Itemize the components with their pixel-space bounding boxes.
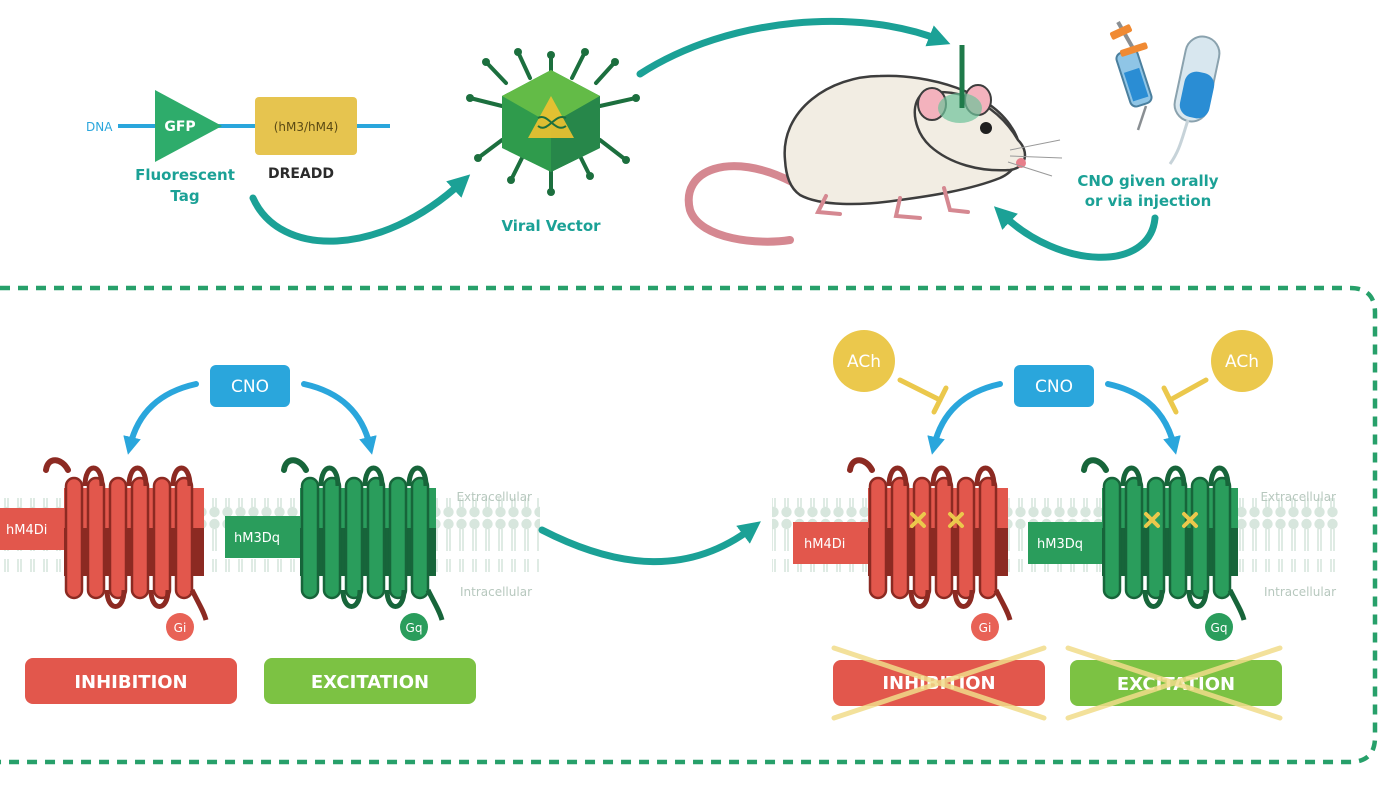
cno-label: CNO <box>231 377 269 397</box>
gq-label: Gq <box>406 621 423 635</box>
ach-block-right <box>1161 385 1179 415</box>
construct-to-vector-arrow <box>249 174 471 245</box>
gq-protein <box>400 613 428 641</box>
cno-delivery-line2: or via injection <box>1085 192 1212 210</box>
ach-label-left: ACh <box>847 352 881 372</box>
extracellular-label: Extracellular <box>456 490 532 504</box>
intracellular-label: Intracellular <box>460 585 532 599</box>
gene-label: (hM3/hM4) <box>274 120 339 134</box>
binding-blocked-marks-hm3dq <box>1144 512 1198 528</box>
cno-arrow-to-hm4di <box>123 381 199 455</box>
dreadd-label: DREADD <box>268 166 334 182</box>
excitation-cross-mark <box>1065 645 1283 721</box>
hm4di-label-right: hM4Di <box>804 537 845 552</box>
intracellular-label-right: Intracellular <box>1264 585 1336 599</box>
ach-circle-right <box>1211 330 1273 392</box>
extracellular-label-right: Extracellular <box>1260 490 1336 504</box>
dashed-frame <box>0 285 1378 765</box>
rat-illustration <box>684 45 1063 246</box>
ach-circle-left <box>833 330 895 392</box>
gq-protein-right <box>1205 613 1233 641</box>
viral-vector-icon <box>468 50 638 194</box>
syringe-icon <box>1109 21 1153 131</box>
excitation-box <box>264 658 476 704</box>
hm4di-receptor: hM4Di Gi <box>0 457 209 641</box>
dna-construct: DNA GFP (hM3/hM4) Fluorescent Tag DREADD <box>86 90 390 205</box>
panel-transition-arrow <box>538 521 761 566</box>
left-panel: Extracellular Intracellular CNO hM4Di <box>0 365 540 704</box>
cno-box <box>210 365 290 407</box>
fluorescent-tag-label-line2: Tag <box>170 187 199 205</box>
viral-vector-label: Viral Vector <box>501 217 601 235</box>
cno-arrow-to-hm3dq <box>301 381 377 455</box>
gfp-promoter-shape <box>155 90 222 162</box>
cno-arrow-to-hm4di-right <box>927 381 1003 455</box>
gi-label: Gi <box>174 621 187 635</box>
delivery-to-rat-arrow <box>993 206 1159 261</box>
hm4di-label: hM4Di <box>6 523 47 538</box>
inhibition-cross-mark <box>831 645 1047 721</box>
rat-eye <box>980 122 992 134</box>
hm3dq-label-right: hM3Dq <box>1037 537 1083 552</box>
dreadd-gene-box <box>255 97 357 155</box>
dna-label: DNA <box>86 120 113 134</box>
binding-blocked-marks-hm4di <box>910 512 964 528</box>
hm4di-receptor-right: hM4Di <box>793 457 1013 641</box>
cno-box-right <box>1014 365 1094 407</box>
hm3dq-receptor: hM3Dq Gq <box>225 457 445 641</box>
gfp-label: GFP <box>164 119 195 135</box>
gi-label-right: Gi <box>979 621 992 635</box>
vector-to-rat-arrow <box>636 17 951 78</box>
ach-label-right: ACh <box>1225 352 1259 372</box>
cno-label-right: CNO <box>1035 377 1073 397</box>
inhibition-label: INHIBITION <box>74 672 187 693</box>
rat-tail <box>684 162 796 246</box>
gi-protein <box>166 613 194 641</box>
hm3dq-receptor-right: hM3Dq <box>1028 457 1247 641</box>
inhibition-box <box>25 658 237 704</box>
hm3dq-label: hM3Dq <box>234 531 280 546</box>
gq-label-right: Gq <box>1211 621 1228 635</box>
cno-delivery-line1: CNO given orally <box>1077 172 1218 190</box>
fluorescent-tag-label-line1: Fluorescent <box>135 166 235 184</box>
cno-arrow-to-hm3dq-right <box>1105 381 1181 455</box>
viral-capsid <box>466 48 640 196</box>
ach-block-left <box>931 385 949 415</box>
right-panel: Extracellular Intracellular ACh ACh CNO … <box>772 330 1340 721</box>
excitation-label: EXCITATION <box>311 672 429 693</box>
capsule-icon <box>1168 35 1221 165</box>
gi-protein-right <box>971 613 999 641</box>
